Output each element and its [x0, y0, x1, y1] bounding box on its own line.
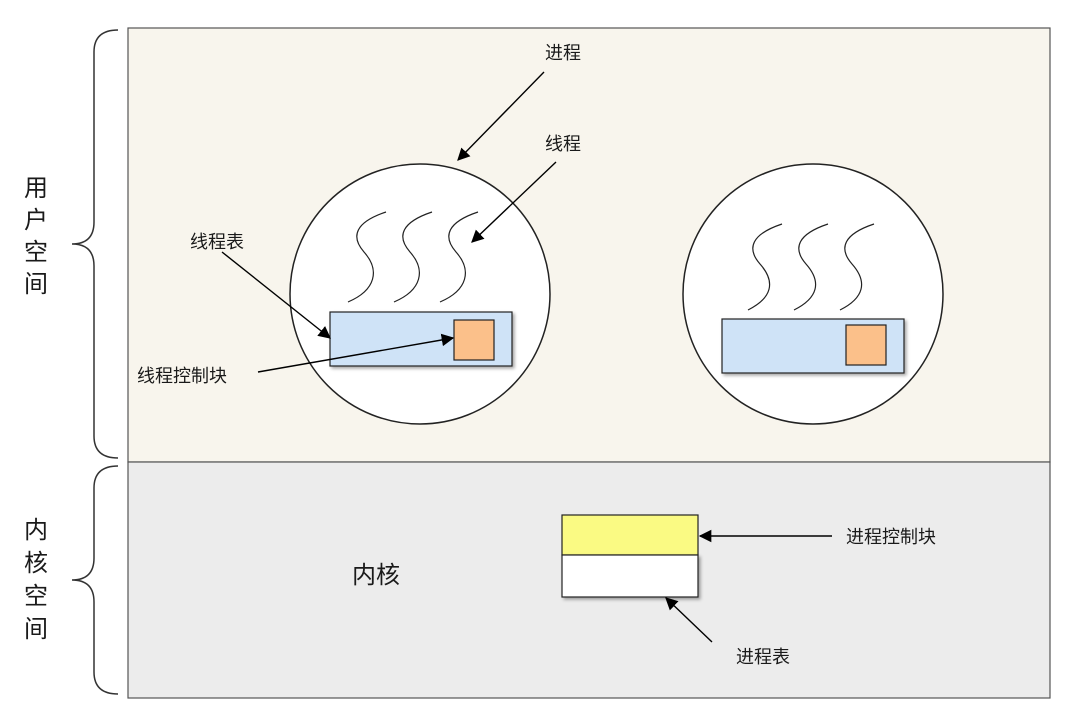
kernel-label: 内核	[352, 561, 400, 589]
arrow-thread-table	[221, 251, 331, 339]
svg-text:核: 核	[24, 549, 48, 577]
process-circle-1	[289, 163, 551, 425]
svg-text:间: 间	[24, 270, 48, 298]
thread-control-block-box	[845, 324, 887, 366]
kernel-space-label: 内 核 空 间	[24, 516, 48, 643]
thread-squiggle	[793, 223, 829, 311]
arrow-thread-control-block	[257, 333, 455, 373]
thread-squiggle	[439, 211, 479, 303]
kernel-space-brace	[71, 465, 119, 695]
thread-label: 线程	[545, 134, 581, 155]
arrow-process	[457, 71, 545, 161]
process-label: 进程	[545, 43, 581, 64]
user-space-label: 用 户 空 间	[24, 174, 48, 298]
user-space-brace	[71, 29, 119, 459]
arrow-process-table	[665, 597, 713, 643]
svg-text:空: 空	[24, 238, 48, 266]
thread-control-block-box	[453, 319, 495, 361]
process-table-box	[561, 514, 699, 598]
thread-squiggle	[747, 223, 783, 311]
svg-text:间: 间	[24, 615, 48, 643]
thread-squiggle	[839, 223, 875, 311]
process-circle-2	[682, 163, 944, 425]
thread-control-block-label: 线程控制块	[137, 366, 227, 387]
process-control-block-box	[561, 514, 699, 556]
process-control-block-label: 进程控制块	[846, 527, 936, 548]
svg-text:户: 户	[24, 206, 48, 234]
svg-text:空: 空	[24, 582, 48, 610]
thread-table-label: 线程表	[190, 232, 244, 253]
arrow-thread	[471, 161, 557, 243]
process-table-label: 进程表	[736, 647, 790, 668]
thread-squiggle	[347, 211, 387, 303]
thread-squiggle	[393, 211, 433, 303]
svg-text:内: 内	[24, 516, 48, 544]
svg-text:用: 用	[24, 174, 48, 202]
